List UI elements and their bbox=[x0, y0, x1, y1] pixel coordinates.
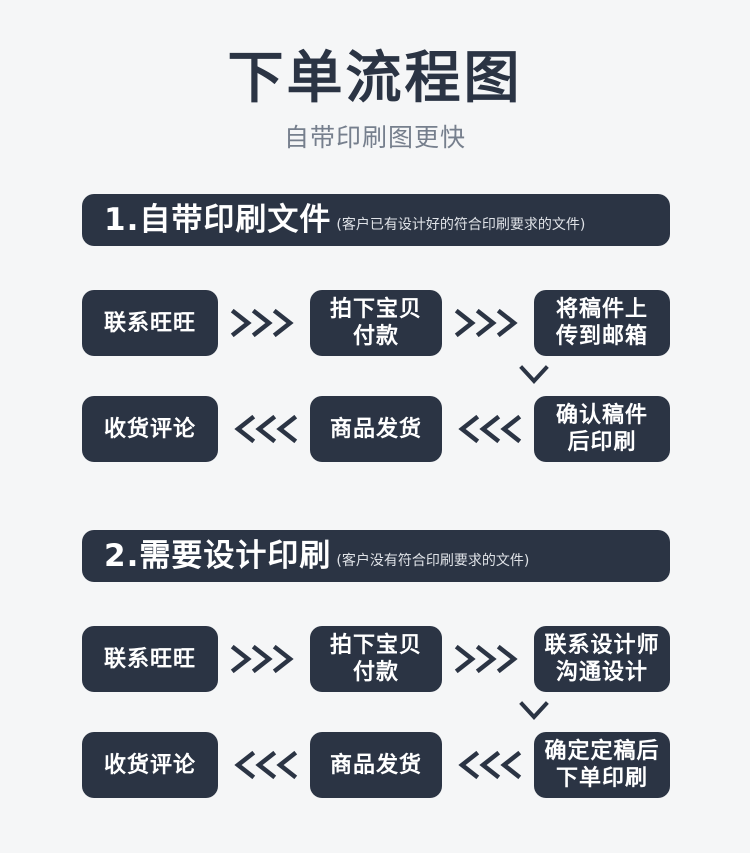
flow-row-4: 收货评论 商品发货 确定定稿后 下单印刷 bbox=[82, 732, 670, 798]
title-block: 下单流程图 自带印刷图更快 bbox=[0, 48, 750, 152]
flow-node-contact-wangwang-2[interactable]: 联系旺旺 bbox=[82, 626, 218, 692]
flow-node-label: 联系旺旺 bbox=[103, 310, 196, 336]
section-1-note: (客户已有设计好的符合印刷要求的文件) bbox=[336, 217, 586, 233]
flow-node-label: 联系旺旺 bbox=[103, 646, 196, 672]
flow-node-label: 拍下宝贝 付款 bbox=[329, 297, 422, 349]
chevrons-left-icon-2 bbox=[452, 409, 524, 449]
chevrons-right-icon-1 bbox=[228, 303, 300, 343]
flow-node-contact-designer[interactable]: 联系设计师 沟通设计 bbox=[534, 626, 670, 692]
chevrons-left-icon-1 bbox=[228, 409, 300, 449]
flow-node-pay-order-1[interactable]: 拍下宝贝 付款 bbox=[310, 290, 442, 356]
chevrons-right-icon-4 bbox=[452, 639, 524, 679]
flow-node-finalize-print[interactable]: 确定定稿后 下单印刷 bbox=[534, 732, 670, 798]
flow-node-label: 商品发货 bbox=[329, 416, 422, 442]
flow-node-receive-review-2[interactable]: 收货评论 bbox=[82, 732, 218, 798]
flow-node-confirm-print[interactable]: 确认稿件 后印刷 bbox=[534, 396, 670, 462]
page-title: 下单流程图 bbox=[227, 46, 523, 111]
section-2-title: 2.需要设计印刷 bbox=[104, 538, 332, 574]
section-1-title: 1.自带印刷文件 bbox=[104, 202, 332, 238]
chevrons-right-icon-2 bbox=[452, 303, 524, 343]
section-header-1: 1.自带印刷文件 (客户已有设计好的符合印刷要求的文件) bbox=[82, 194, 670, 246]
chevron-down-icon-1 bbox=[514, 362, 554, 388]
chevrons-right-icon-3 bbox=[228, 639, 300, 679]
section-header-2: 2.需要设计印刷 (客户没有符合印刷要求的文件) bbox=[82, 530, 670, 582]
flow-node-pay-order-2[interactable]: 拍下宝贝 付款 bbox=[310, 626, 442, 692]
chevrons-left-icon-3 bbox=[228, 745, 300, 785]
flow-node-shipped-2[interactable]: 商品发货 bbox=[310, 732, 442, 798]
chevron-down-icon-2 bbox=[514, 698, 554, 724]
flow-node-receive-review-1[interactable]: 收货评论 bbox=[82, 396, 218, 462]
flow-node-upload-artwork[interactable]: 将稿件上 传到邮箱 bbox=[534, 290, 670, 356]
flow-node-label: 拍下宝贝 付款 bbox=[329, 633, 422, 685]
flow-node-label: 商品发货 bbox=[329, 752, 422, 778]
flow-node-label: 收货评论 bbox=[103, 752, 196, 778]
section-2-note: (客户没有符合印刷要求的文件) bbox=[336, 553, 530, 569]
flow-node-contact-wangwang-1[interactable]: 联系旺旺 bbox=[82, 290, 218, 356]
flow-node-label: 将稿件上 传到邮箱 bbox=[555, 297, 648, 349]
flow-node-label: 联系设计师 沟通设计 bbox=[544, 633, 660, 685]
flow-row-2: 收货评论 商品发货 确认稿件 后印刷 bbox=[82, 396, 670, 462]
chevrons-left-icon-4 bbox=[452, 745, 524, 785]
flow-node-label: 确定定稿后 下单印刷 bbox=[544, 739, 660, 791]
flow-node-shipped-1[interactable]: 商品发货 bbox=[310, 396, 442, 462]
flow-row-3: 联系旺旺 拍下宝贝 付款 联系设计师 bbox=[82, 626, 670, 692]
flow-row-1: 联系旺旺 拍下宝贝 付款 将稿件上 bbox=[82, 290, 670, 356]
flow-node-label: 收货评论 bbox=[103, 416, 196, 442]
flow-node-label: 确认稿件 后印刷 bbox=[555, 403, 648, 455]
page-subtitle: 自带印刷图更快 bbox=[283, 123, 466, 152]
